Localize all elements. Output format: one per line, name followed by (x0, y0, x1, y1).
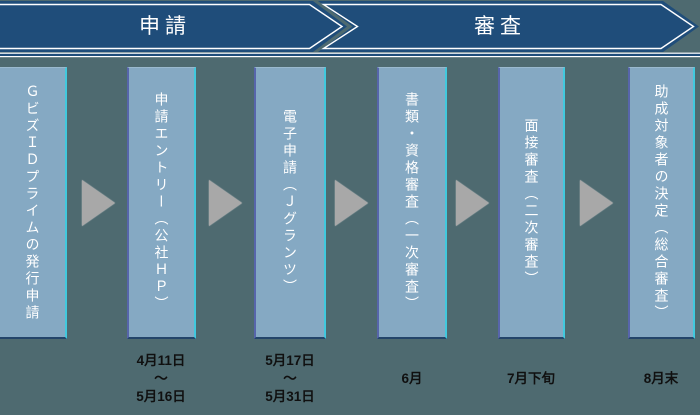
step-date-esubmission: 5月17日 ～ 5月31日 (265, 353, 315, 404)
step-box-gbizid: ＧビズＩＤプライムの発行申請 (0, 67, 67, 339)
step-date-decision: 8月末 (643, 371, 679, 387)
flow-arrow-icon (209, 180, 242, 226)
phase-banner-graphics (0, 1, 700, 58)
step-box-decision: 助成対象者の決定（総合審査） (628, 67, 695, 339)
step-date-interview-screening: 7月下旬 (506, 371, 555, 387)
phase-banner-review (318, 1, 699, 52)
step-box-interview-screening: 面接審査（二次審査） (498, 67, 565, 339)
flow-arrow-icon (335, 180, 368, 226)
phase-banner-application (0, 1, 347, 52)
banner-underline-bar (0, 53, 700, 56)
flow-arrow-icon (456, 180, 489, 226)
phase-banner-review-outline (321, 3, 695, 50)
phase-label-review: 審査 (474, 15, 526, 38)
step-date-document-screening: 6月 (401, 371, 423, 387)
step-label: 電子申請（Ｊグランツ） (282, 109, 298, 296)
step-label: 面接審査（二次審査） (523, 117, 540, 288)
step-label: 助成対象者の決定（総合審査） (653, 83, 670, 322)
flow-arrow-icon (580, 180, 613, 226)
step-label: 書類・資格審査（一次審査） (404, 92, 420, 313)
step-box-esubmission: 電子申請（Ｊグランツ） (254, 67, 326, 339)
step-label: ＧビズＩＤプライムの発行申請 (24, 83, 41, 322)
step-box-entry: 申請エントリー（公社ＨＰ） (127, 67, 196, 339)
step-date-entry: 4月11日 ～ 5月16日 (136, 353, 186, 404)
flow-arrow-icon (82, 180, 115, 226)
phase-banner-application-outline (0, 3, 344, 50)
step-label: 申請エントリー（公社ＨＰ） (153, 92, 170, 313)
step-box-document-screening: 書類・資格審査（一次審査） (377, 67, 447, 339)
phase-label-application: 申請 (139, 15, 191, 38)
